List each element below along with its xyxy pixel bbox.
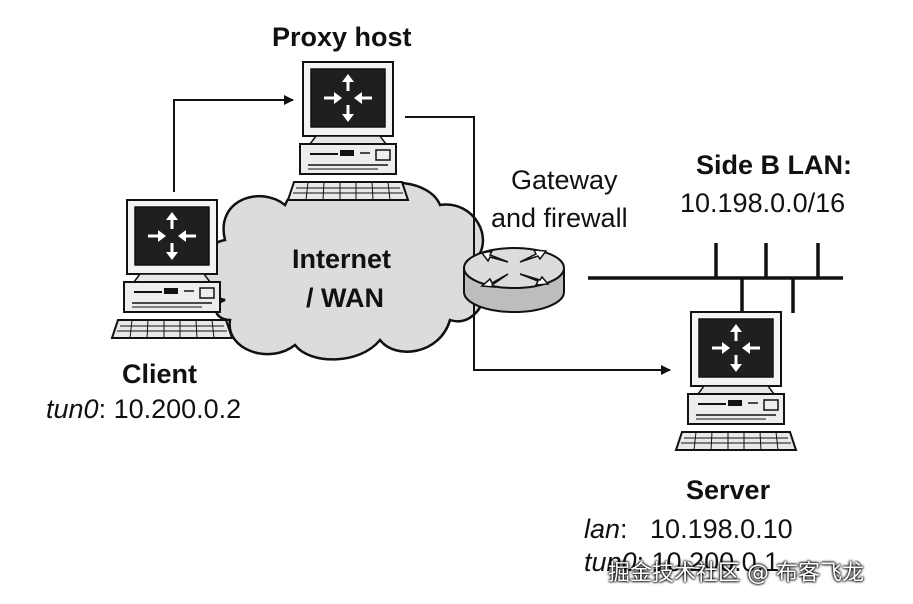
proxy-to-server-link	[405, 116, 671, 375]
wan-label: / WAN	[306, 283, 384, 313]
server-lan-interface: lan: 10.198.0.10	[584, 516, 793, 543]
gateway-label: Gateway	[511, 165, 618, 195]
server-computer-icon	[676, 312, 796, 450]
server-tun-name: tun0	[584, 547, 637, 577]
side-b-lan-subnet: 10.198.0.0/16	[680, 188, 846, 218]
server-tun-interface: tun0: 10.200.0.1	[584, 549, 779, 576]
side-b-lan-bus	[588, 243, 843, 313]
firewall-label: and firewall	[491, 203, 628, 233]
client-if-name: tun0	[46, 394, 99, 424]
client-computer-icon	[112, 200, 232, 338]
client-interface: tun0: 10.200.0.2	[46, 396, 241, 423]
server-lan-name: lan	[584, 514, 621, 544]
proxy-host-computer-icon	[288, 62, 408, 200]
watermark-text: 掘金技术社区 @ 布客飞龙	[608, 561, 864, 586]
server-title: Server	[686, 475, 771, 505]
proxy-host-title: Proxy host	[272, 22, 412, 52]
side-b-lan-title: Side B LAN:	[696, 150, 853, 180]
client-title: Client	[122, 359, 198, 389]
internet-label: Internet	[292, 244, 392, 274]
server-lan-addr: : 10.198.0.10	[620, 514, 793, 544]
server-tun-addr: : 10.200.0.1	[636, 547, 780, 577]
client-to-proxy-link	[173, 95, 294, 192]
gateway-router-icon	[463, 247, 565, 313]
client-if-addr: : 10.200.0.2	[98, 394, 242, 424]
